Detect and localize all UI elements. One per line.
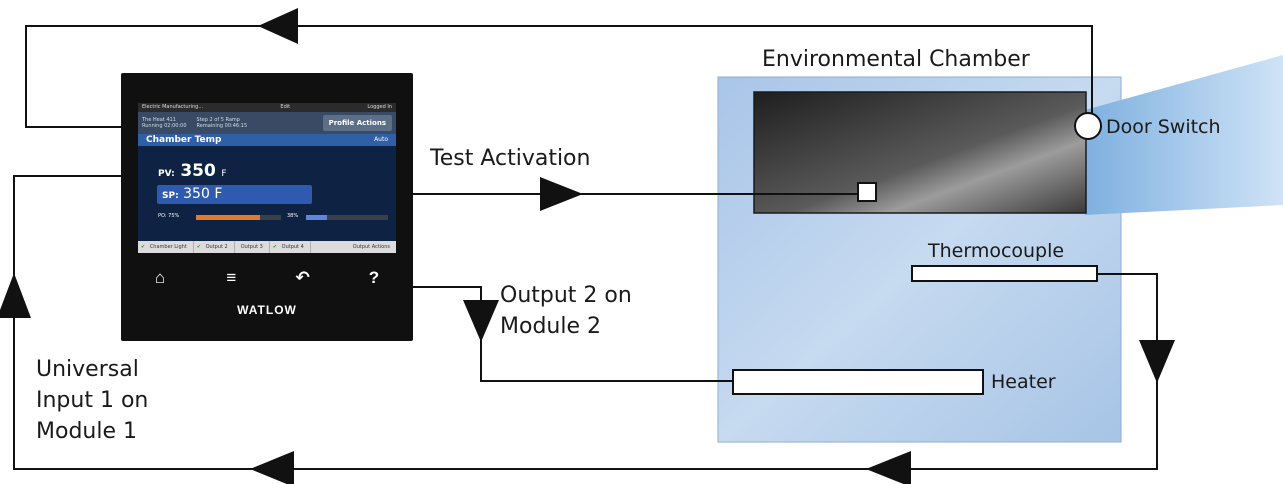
door-switch-label: Door Switch [1106,116,1221,138]
arrow-thermocouple-down [1139,340,1175,383]
profile-step: Step 2 of 5 Ramp [196,117,240,123]
universal-input-label-line2: Input 1 on [36,388,149,413]
loop-title: Chamber Temp [146,135,222,145]
process-value: PV: 350 F [158,161,227,181]
tab-output-actions[interactable]: Output Actions [347,241,396,253]
heater-element [732,369,984,395]
controller-screen: Electric Manufacturing... Edit Logged In… [138,103,396,253]
profile-strip: The Heat 411 Running 02:00:00 Step 2 of … [138,112,396,134]
po2-label: 38% [287,213,299,219]
thermocouple-wire [13,175,1158,470]
arrow-bottom-left [250,451,294,484]
profile-info: The Heat 411 Running 02:00:00 [142,117,187,129]
home-icon[interactable]: ⌂ [154,268,166,287]
loop-header: Chamber Temp Auto [138,134,396,146]
door-switch-beam [1085,55,1283,215]
po2-bar [306,215,388,220]
output-2-label: Output 2 on Module 2 [500,280,632,342]
power-output-row: PO: 75% 38% [158,213,390,221]
tab-chamber-light[interactable]: ✔ Chamber Light [138,241,194,253]
door-switch-feedback-wire [25,25,1093,128]
po1-bar-fill [196,215,260,220]
arrow-top-left [258,8,298,44]
universal-input-label-line3: Module 1 [36,419,137,444]
tab-chamber-light-label: Chamber Light [149,244,187,250]
chamber-window [753,91,1087,214]
output-2-label-line1: Output 2 on [500,283,632,308]
check-icon: ✔ [272,244,278,250]
thermocouple-probe [911,265,1098,282]
arrow-bottom-right [866,451,911,484]
profile-name: The Heat 411 [142,117,176,123]
output-2-label-line2: Module 2 [500,314,601,339]
pv-value: 350 [180,161,216,181]
profile-remaining: Remaining 00:46:15 [196,123,248,129]
sp-key: SP: [162,191,179,201]
watlow-controller: Electric Manufacturing... Edit Logged In… [121,73,413,341]
test-activation-label: Test Activation [430,146,591,171]
status-edit[interactable]: Edit [280,104,291,110]
universal-input-label-line1: Universal [36,357,139,382]
output-tabs: ✔ Chamber Light ✔ Output 2 Output 3 ✔ Ou… [138,241,396,253]
arrow-input-up [0,273,31,318]
chamber-label: Environmental Chamber [762,47,1030,72]
tab-output-4-label: Output 4 [281,244,304,250]
tab-output-3-label: Output 3 [240,244,263,250]
po2-bar-fill [306,215,327,220]
sp-value: 350 F [183,186,223,202]
tab-output-4[interactable]: ✔ Output 4 [270,241,311,253]
universal-input-label: Universal Input 1 on Module 1 [36,354,148,447]
navigation-keys: ⌂ ≡ ↶ ? [145,268,389,292]
profile-actions-button[interactable]: Profile Actions [322,115,392,131]
check-icon: ✔ [141,244,146,250]
profile-running: Running 02:00:00 [142,123,187,129]
arrow-output-down [463,300,499,342]
heater-label: Heater [991,371,1056,393]
pv-key: PV: [158,169,175,179]
pv-unit: F [221,169,227,179]
status-left: Electric Manufacturing... [142,104,204,110]
menu-icon[interactable]: ≡ [226,268,237,287]
tab-output-2[interactable]: ✔ Output 2 [194,241,235,253]
door-switch-icon [1074,112,1102,140]
status-bar: Electric Manufacturing... Edit Logged In [138,103,396,112]
tab-output-2-label: Output 2 [205,244,228,250]
check-icon: ✔ [196,244,201,250]
back-icon[interactable]: ↶ [295,268,310,287]
watlow-logo: WATLOW [237,303,297,317]
profile-step-info: Step 2 of 5 Ramp Remaining 00:46:15 [197,117,248,129]
tab-output-3[interactable]: Output 3 [235,241,270,253]
po1-bar [196,215,281,220]
set-point-field[interactable]: SP: 350 F [157,185,312,204]
tab-output-actions-label: Output Actions [352,244,390,250]
help-icon[interactable]: ? [368,268,380,287]
thermocouple-label: Thermocouple [928,240,1065,262]
loop-mode[interactable]: Auto [374,136,388,143]
status-right: Logged In [367,104,392,110]
arrow-test-activation [540,177,583,211]
test-activation-switch [857,182,877,202]
po1-label: PO: 75% [158,213,180,219]
